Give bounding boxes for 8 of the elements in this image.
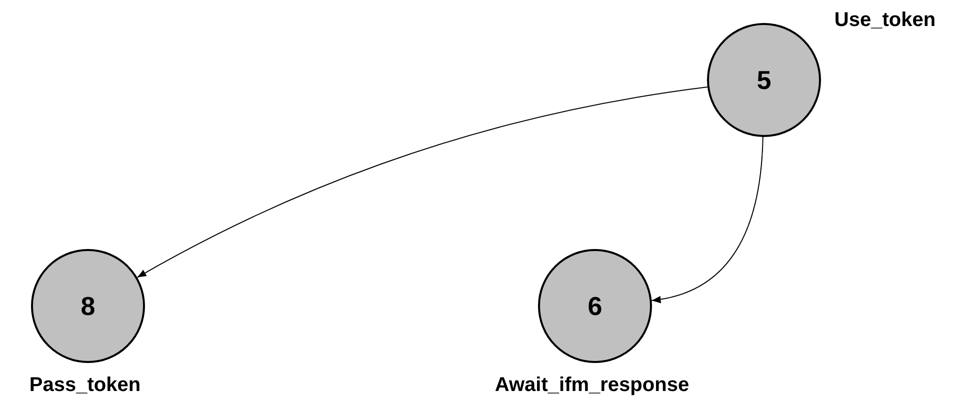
state-number: 8 xyxy=(80,290,96,322)
state-label: Pass_token xyxy=(29,373,141,398)
arrow xyxy=(651,136,764,303)
state-label: Await_ifm_response xyxy=(494,373,690,398)
state-number: 6 xyxy=(588,290,602,322)
state-label: Use_token xyxy=(834,8,936,33)
state-number: 5 xyxy=(756,64,772,96)
arrow xyxy=(136,86,708,278)
